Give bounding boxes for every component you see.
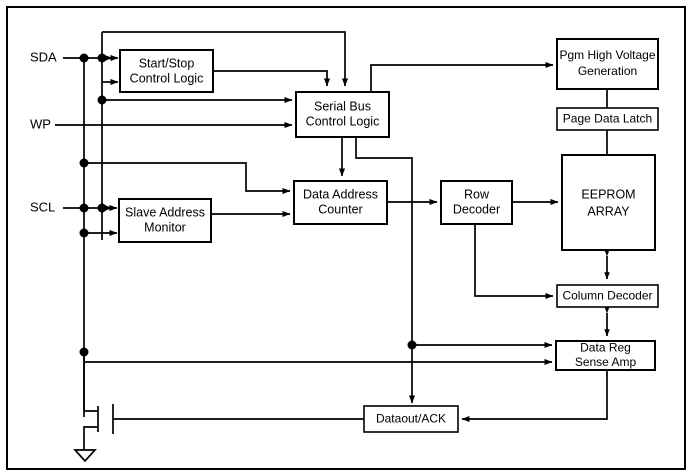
- block-label-line: Row: [464, 187, 490, 201]
- pin-label-scl: SCL: [30, 199, 55, 214]
- diagram-border: [6, 6, 686, 470]
- junction-dots: [79, 53, 417, 357]
- block-label-line: Decoder: [453, 202, 500, 216]
- block-label-line: Control Logic: [130, 71, 204, 85]
- wire-sda-to-dataaddr: [84, 162, 291, 195]
- block-label-line: Slave Address: [125, 205, 205, 219]
- wire-startstop-to-serialbus: [213, 70, 331, 87]
- block-label-line: EEPROM: [581, 187, 635, 201]
- junction-dot: [79, 347, 89, 357]
- block-page-data-latch[interactable]: Page Data Latch: [556, 107, 659, 131]
- block-label-line: Data Reg: [580, 341, 631, 355]
- pin-label-sda: SDA: [30, 49, 57, 64]
- block-eeprom-array[interactable]: EEPROM ARRAY: [561, 154, 656, 251]
- block-label-line: Sense Amp: [575, 355, 637, 369]
- block-slave-address-monitor[interactable]: Slave Address Monitor: [118, 198, 212, 243]
- block-row-decoder[interactable]: Row Decoder: [440, 180, 513, 225]
- wire-serialbus-to-pgmhv: [370, 61, 554, 92]
- block-label-line: Monitor: [144, 220, 186, 234]
- junction-dot: [97, 95, 107, 105]
- block-label-line: Column Decoder: [562, 289, 652, 303]
- junction-dot: [79, 158, 89, 168]
- junction-dot: [97, 203, 107, 213]
- pin-label-wp: WP: [30, 116, 51, 131]
- pin-labels: SDA WP SCL: [30, 49, 57, 214]
- block-label-line: Control Logic: [306, 114, 380, 128]
- wire-rowdecoder-to-coldecoder: [474, 224, 554, 300]
- wire-serialbus-trunk: [355, 137, 416, 404]
- wire-top-to-serialbus: [102, 31, 349, 87]
- block-start-stop-control-logic[interactable]: Start/Stop Control Logic: [119, 49, 214, 93]
- block-label-line: Start/Stop: [139, 56, 195, 70]
- wire-transistor-source-to-gnd: [83, 426, 98, 450]
- block-serial-bus-control-logic[interactable]: Serial Bus Control Logic: [295, 91, 390, 138]
- block-label-line: Counter: [318, 202, 362, 216]
- block-data-reg-sense-amp[interactable]: Data Reg Sense Amp: [555, 340, 656, 371]
- junction-dot: [407, 340, 417, 350]
- junction-dot: [79, 228, 89, 238]
- block-column-decoder[interactable]: Column Decoder: [556, 284, 659, 308]
- block-label-line: Generation: [578, 64, 637, 78]
- block-label-line: ARRAY: [587, 204, 630, 218]
- ground-symbol: [73, 449, 97, 463]
- junction-dot: [79, 53, 89, 63]
- junction-dot: [97, 53, 107, 63]
- block-label-line: Pgm High Voltage: [559, 48, 655, 62]
- block-label-line: Page Data Latch: [563, 112, 652, 126]
- block-label-line: Data Address: [303, 187, 378, 201]
- block-pgm-high-voltage-generation[interactable]: Pgm High Voltage Generation: [556, 38, 659, 90]
- junction-dot: [79, 203, 89, 213]
- block-label-line: Serial Bus: [314, 99, 371, 113]
- nmos-transistor-symbol: [97, 404, 114, 434]
- block-label-line: Dataout/ACK: [376, 412, 446, 426]
- wire-sda-to-transistor-drain: [83, 362, 98, 412]
- block-data-address-counter[interactable]: Data Address Counter: [293, 180, 388, 225]
- wire-datareg-to-dataout: [461, 370, 608, 423]
- block-dataout-ack[interactable]: Dataout/ACK: [363, 405, 459, 433]
